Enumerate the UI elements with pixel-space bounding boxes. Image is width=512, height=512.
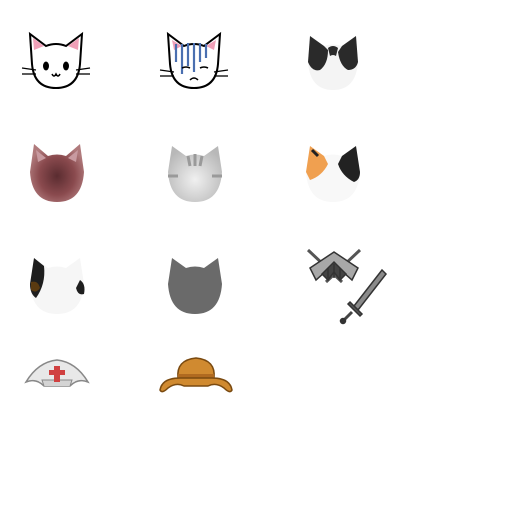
crossed-swords-icon: [300, 244, 392, 325]
cat-face-cute-icon: [20, 28, 92, 96]
cat-head-calico-icon: [298, 142, 368, 206]
cat-head-black-white-icon: [298, 30, 368, 96]
cat-head-gray-tabby-icon: [160, 142, 230, 206]
cat-head-gray-icon: [160, 254, 230, 318]
cat-face-gloomy-icon: [158, 28, 230, 96]
straw-hat-icon: [156, 354, 236, 400]
cat-head-calico-patched-icon: [22, 254, 92, 318]
cat-head-dark-red-icon: [22, 140, 92, 206]
nurse-cap-icon: [24, 356, 90, 392]
